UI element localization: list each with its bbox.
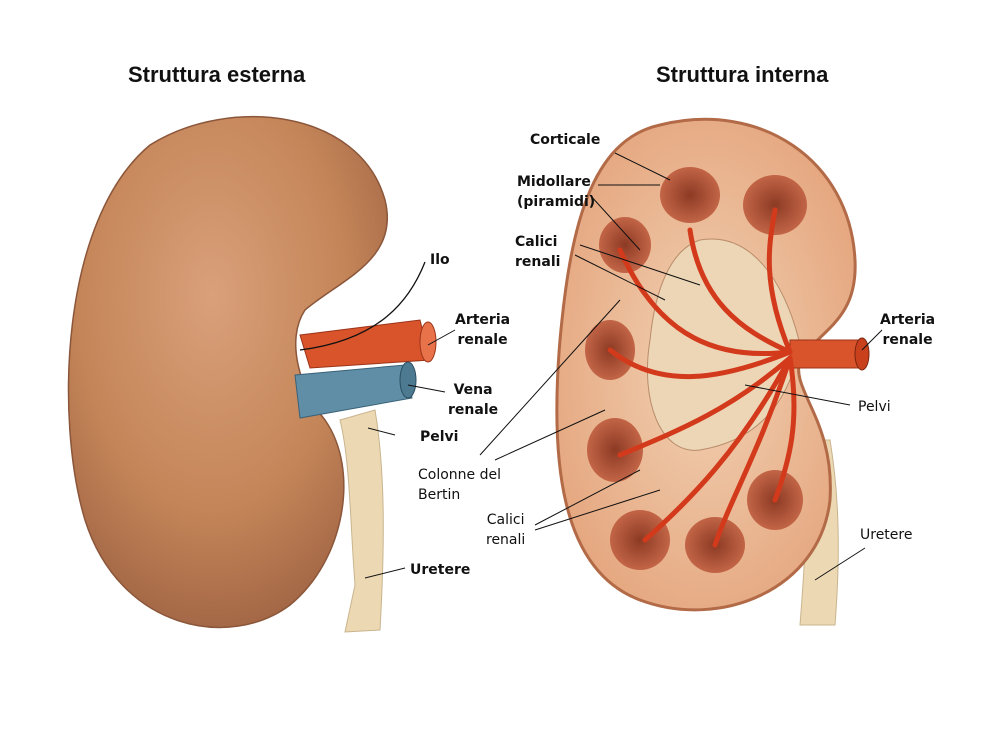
kidney-body	[67, 115, 388, 629]
label-arteria-renale-left: Arteria renale	[455, 312, 511, 348]
label-midollare: Midollare (piramidi)	[517, 174, 596, 210]
label-uretere-right: Uretere	[860, 527, 913, 543]
label-vena-renale: Vena renale	[448, 382, 499, 418]
label-pelvi-right: Pelvi	[858, 399, 891, 415]
renal-artery-external	[299, 319, 431, 369]
label-calici-renali-bottom: Calici renali	[486, 512, 526, 548]
label-uretere-left: Uretere	[410, 562, 471, 578]
label-corticale: Corticale	[530, 132, 601, 148]
title-internal-structure: Struttura interna	[656, 62, 829, 87]
label-ilo: Ilo	[430, 252, 450, 268]
renal-vein-external	[294, 364, 413, 419]
ureter-external	[339, 409, 384, 633]
label-calici-renali-top: Calici renali	[515, 234, 561, 270]
title-external-structure: Struttura esterna	[128, 62, 306, 87]
internal-kidney	[479, 117, 883, 626]
label-colonne-del-bertin: Colonne del Bertin	[418, 467, 501, 503]
label-pelvi-left: Pelvi	[420, 429, 459, 445]
label-arteria-renale-right: Arteria renale	[880, 312, 936, 348]
external-kidney	[67, 115, 456, 633]
